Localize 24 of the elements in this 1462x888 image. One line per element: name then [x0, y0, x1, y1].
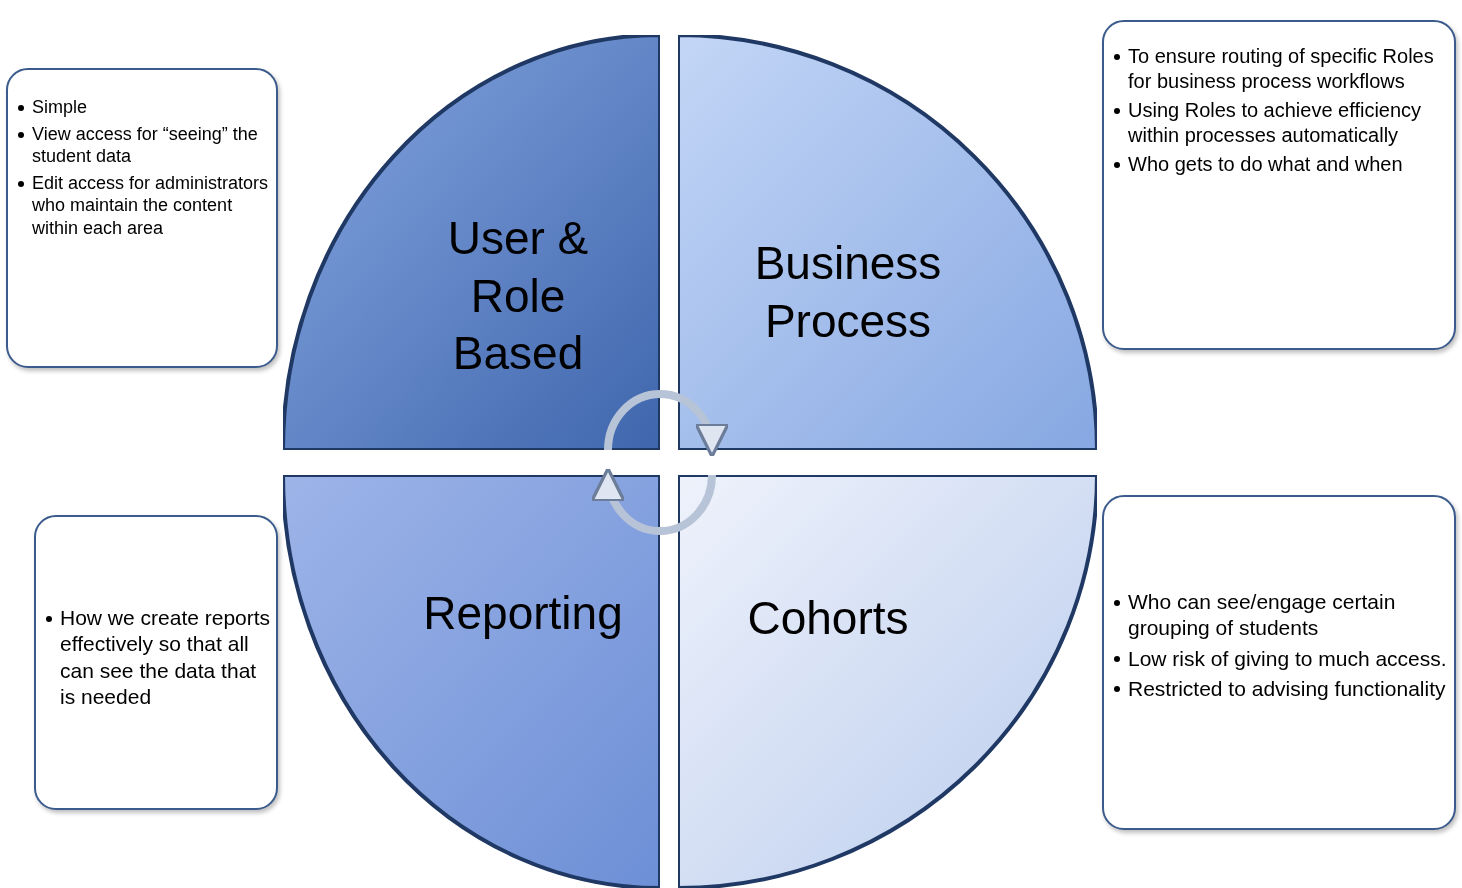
- bullet-text: Simple: [32, 96, 88, 119]
- bullet-text: How we create reports effectively so that all can see the data that is needed: [60, 605, 272, 710]
- callout-box: [1102, 20, 1456, 350]
- pie-quadrant: [283, 475, 660, 888]
- pie-quadrant: [283, 35, 660, 450]
- callout-box: [34, 515, 278, 810]
- bullet-text: View access for “seeing” the student data: [32, 122, 259, 168]
- bullet-text: Low risk of giving to much access.: [1128, 645, 1447, 672]
- bullet-text: Edit access for administrators who maintain the content within each area: [32, 171, 270, 239]
- quadrant-title: Business Process: [753, 236, 943, 349]
- callout-box: [6, 68, 278, 368]
- quadrant-title: User & Role Based: [446, 211, 590, 381]
- bullet-text: Who gets to do what and when: [1128, 152, 1403, 177]
- quadrant-title: Reporting: [422, 586, 624, 641]
- pie-quadrant: [678, 35, 1097, 450]
- bullet-text: Restricted to advising functionality: [1128, 675, 1446, 702]
- callout-box: [1102, 495, 1456, 830]
- bullet-text: To ensure routing of specific Roles for business process workflows: [1128, 44, 1435, 94]
- cycle-arrow: [604, 390, 729, 458]
- bullet-text: Using Roles to achieve efficiency within processes automatically: [1128, 98, 1423, 148]
- bullet-text: Who can see/engage certain grouping of students: [1128, 589, 1397, 642]
- quadrant-title: Cohorts: [746, 591, 910, 646]
- pie-quadrant: [678, 475, 1097, 888]
- cycle-arrow: [591, 467, 716, 535]
